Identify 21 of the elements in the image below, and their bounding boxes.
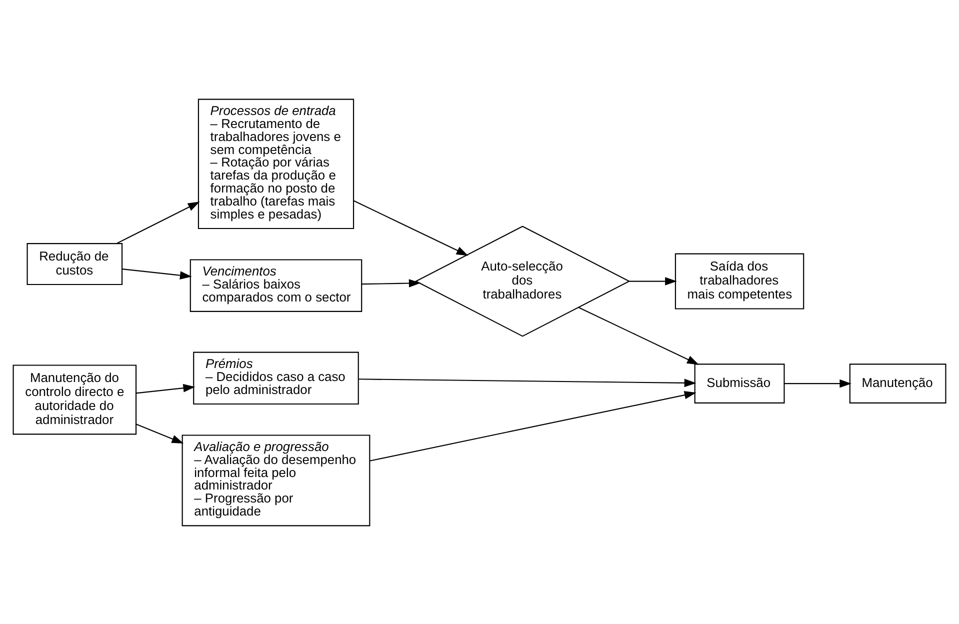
arrow xyxy=(116,201,200,244)
arrow xyxy=(370,390,696,461)
node-box: Submissão xyxy=(694,363,785,403)
node-box: Avaliação e progressão – Avaliação do desempenho informal feita pelo administrador – Progressão por antiguidade xyxy=(182,434,370,526)
arrow xyxy=(358,378,696,387)
node-box: Manutenção do controlo directo e autoridade do administrador xyxy=(12,364,137,434)
node-diamond: Auto-selecção dos trabalhadores xyxy=(414,225,630,336)
arrow xyxy=(122,268,192,279)
arrow xyxy=(136,383,196,394)
node-box: Prémios – Decididos caso a caso pelo administrador xyxy=(193,351,359,404)
arrow xyxy=(629,276,677,285)
node-box: Redução de custos xyxy=(26,242,123,285)
arrow xyxy=(354,200,468,256)
node-box: Vencimentos – Salários baixos comparados com o sector xyxy=(190,258,362,312)
arrow xyxy=(578,306,699,364)
arrow xyxy=(136,423,184,443)
arrow xyxy=(784,378,852,388)
node-box: Saída dos trabalhadores mais competentes xyxy=(674,252,804,309)
node-box: Manutenção xyxy=(849,363,946,403)
arrow xyxy=(362,278,421,287)
node-box: Processos de entrada – Recrutamento de trabalhadores jovens e sem competência – Rotação por várias tarefas da produção e formação no posto de trabalho (tarefas mais simples e pesadas) xyxy=(198,98,354,229)
